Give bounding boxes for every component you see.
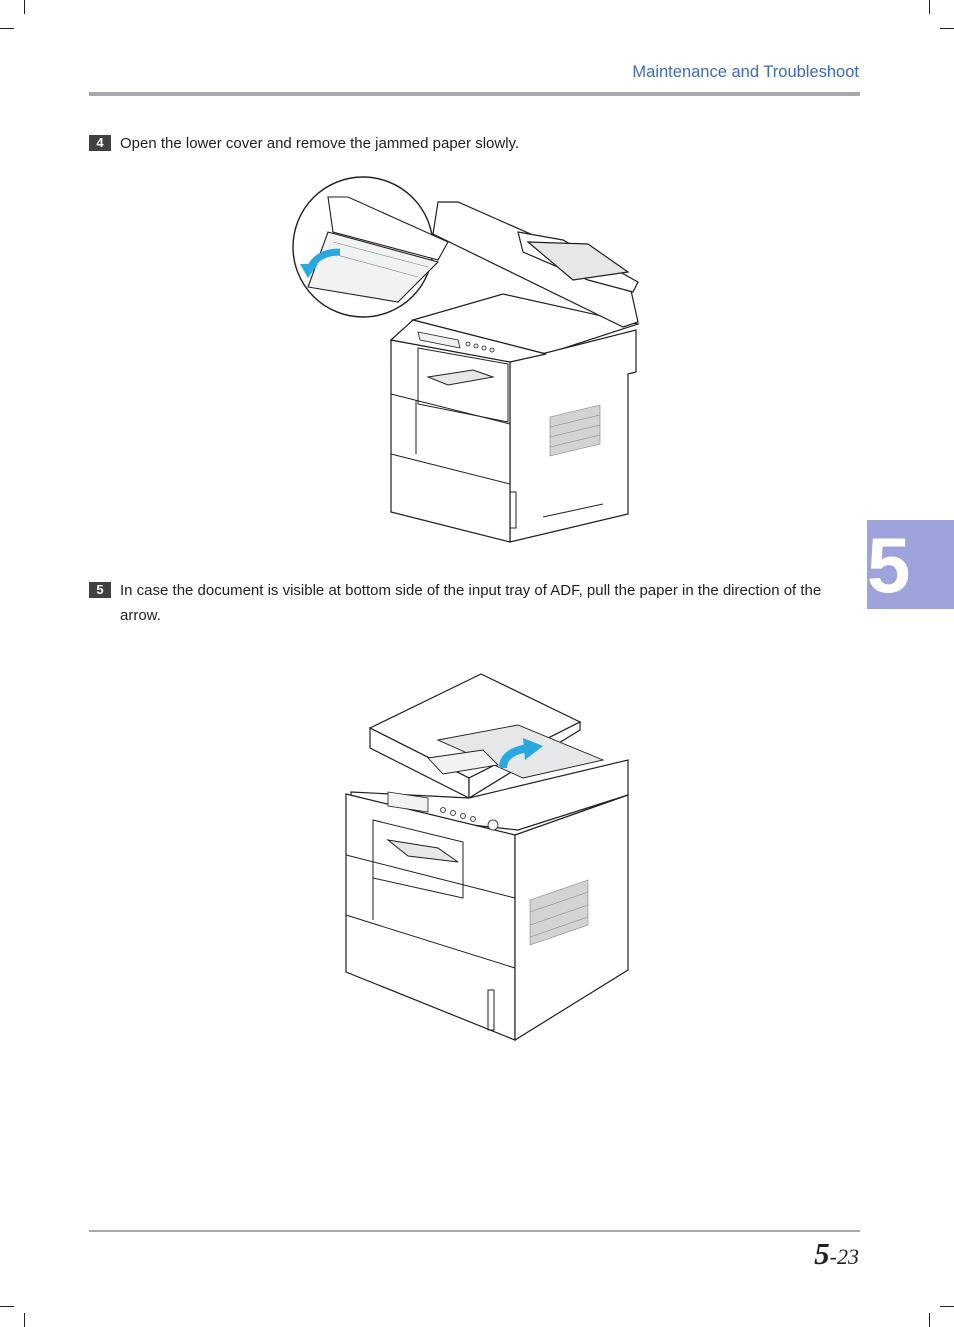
crop-mark xyxy=(929,1313,930,1327)
footer-rule xyxy=(89,1230,860,1232)
crop-mark xyxy=(940,1306,954,1307)
crop-mark xyxy=(929,0,930,14)
crop-mark xyxy=(24,0,25,14)
page-number: 5-23 xyxy=(814,1236,859,1272)
header-rule xyxy=(89,92,860,96)
step-4: 4 Open the lower cover and remove the ja… xyxy=(89,131,834,156)
step-text: Open the lower cover and remove the jamm… xyxy=(120,135,520,152)
step-number-badge: 5 xyxy=(89,582,111,598)
crop-mark xyxy=(0,28,14,29)
page-number-separator: - xyxy=(829,1244,837,1269)
step-number-badge: 4 xyxy=(89,135,111,151)
crop-mark xyxy=(940,28,954,29)
printer-adf-pull-paper-illustration xyxy=(345,673,629,1042)
crop-mark xyxy=(0,1306,14,1307)
header-title: Maintenance and Troubleshoot xyxy=(632,63,859,81)
page-number-page: 23 xyxy=(837,1244,859,1269)
chapter-tab: 5 xyxy=(867,520,954,609)
page-number-chapter: 5 xyxy=(814,1236,830,1271)
chapter-tab-label: 5 xyxy=(867,520,911,609)
printer-adf-open-illustration xyxy=(292,176,641,543)
step-text: In case the document is visible at botto… xyxy=(120,582,822,624)
step-5: 5 In case the document is visible at bot… xyxy=(89,578,834,628)
crop-mark xyxy=(24,1313,25,1327)
